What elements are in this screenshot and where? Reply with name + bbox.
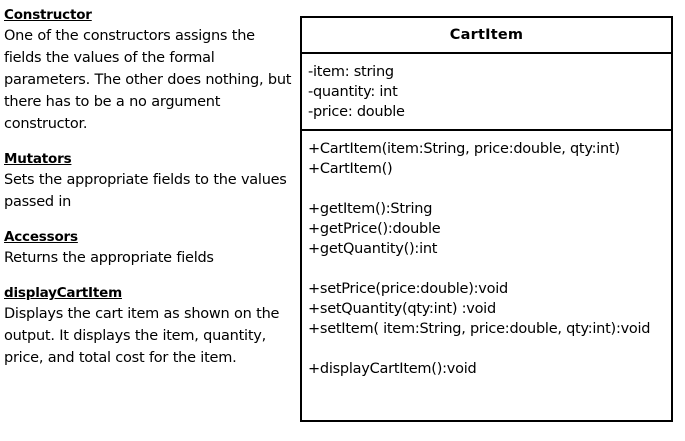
- uml-attribute: -item: string: [308, 64, 394, 80]
- uml-operation: +CartItem(): [308, 161, 393, 177]
- note-section-heading: Constructor: [4, 7, 92, 23]
- note-section-body: Returns the appropriate fields: [4, 250, 214, 266]
- uml-class-box: CartItem -item: string -quantity: int -pri…: [300, 16, 673, 422]
- uml-operation: +displayCartItem():void: [308, 361, 477, 377]
- uml-class-name-compartment: CartItem: [302, 18, 671, 54]
- note-section-heading: displayCartItem: [4, 285, 122, 301]
- note-section-heading: Accessors: [4, 229, 78, 245]
- note-section-body: One of the constructors assigns the fiel…: [4, 28, 292, 132]
- uml-class-name: CartItem: [449, 27, 524, 43]
- note-section-body: Sets the appropriate fields to the value…: [4, 172, 287, 210]
- uml-attributes-compartment: -item: string -quantity: int -price: doubl…: [302, 54, 671, 131]
- uml-operation: +setItem( item:String, price:double, qty…: [308, 321, 651, 337]
- uml-operation: +getQuantity():int: [308, 241, 438, 257]
- note-section-body: Displays the cart item as shown on the o…: [4, 306, 280, 366]
- uml-operation: +setPrice(price:double):void: [308, 281, 508, 297]
- uml-operation: +getPrice():double: [308, 221, 441, 237]
- note-section-heading: Mutators: [4, 151, 72, 167]
- uml-operations-compartment: +CartItem(item:String, price:double, qty…: [302, 131, 671, 379]
- uml-attribute: -quantity: int: [308, 84, 398, 100]
- uml-operation: +CartItem(item:String, price:double, qty…: [308, 141, 620, 157]
- uml-operation: +setQuantity(qty:int) :void: [308, 301, 496, 317]
- uml-operation: +getItem():String: [308, 201, 433, 217]
- uml-attribute: -price: double: [308, 104, 405, 120]
